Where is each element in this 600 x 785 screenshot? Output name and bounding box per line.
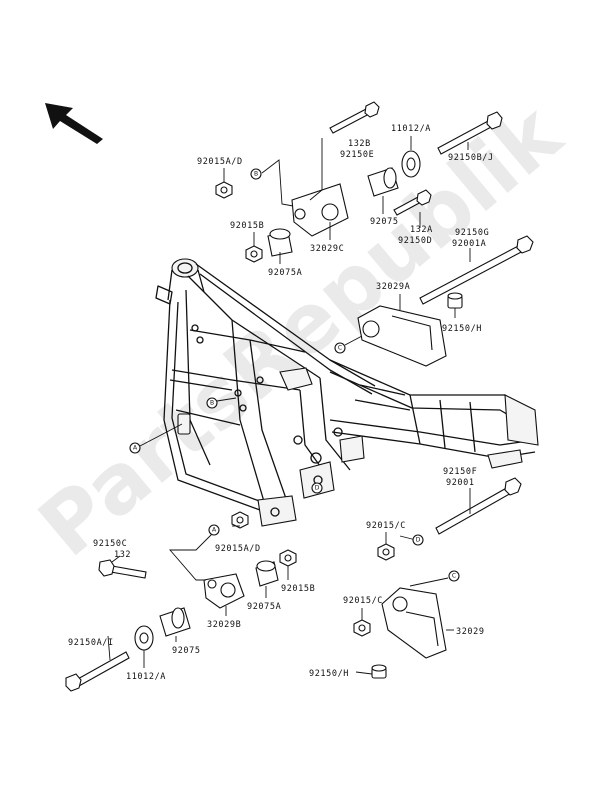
label-92150c: 92150C bbox=[93, 539, 127, 549]
bracket-32029a bbox=[357, 305, 447, 367]
direction-arrow-icon bbox=[45, 103, 103, 144]
nut-92015c-right bbox=[377, 543, 395, 561]
label-132a: 132A bbox=[410, 225, 433, 235]
label-92150h-mid: 92150/H bbox=[442, 324, 482, 334]
label-92075a-top: 92075A bbox=[268, 268, 302, 278]
bolt-92150ai bbox=[65, 651, 130, 692]
label-92150h-bot: 92150/H bbox=[309, 669, 349, 679]
ref-d-right: D bbox=[412, 534, 424, 546]
nut-92015b-bot bbox=[279, 549, 297, 567]
label-92015ad-top: 92015A/D bbox=[197, 157, 243, 167]
bracket-32029b bbox=[203, 573, 245, 609]
label-92150bj: 92150B/J bbox=[448, 153, 494, 163]
collar-92075-top bbox=[367, 167, 399, 197]
label-92015b-bot: 92015B bbox=[281, 584, 315, 594]
washer-11012a-top bbox=[401, 150, 421, 178]
label-132b: 132B bbox=[348, 139, 371, 149]
bolt-92150h-mid bbox=[447, 292, 463, 309]
svg-text:D: D bbox=[416, 537, 421, 544]
bolt-132 bbox=[98, 559, 147, 579]
label-32029a: 32029A bbox=[376, 282, 410, 292]
svg-text:A: A bbox=[212, 527, 217, 534]
ref-c-upper: C bbox=[334, 342, 346, 354]
label-92015c-right: 92015/C bbox=[366, 521, 406, 531]
bolt-92150bj bbox=[437, 111, 503, 155]
nut-92015ad-bot bbox=[231, 511, 249, 529]
label-92015b-top: 92015B bbox=[230, 221, 264, 231]
label-92015c-bot: 92015/C bbox=[343, 596, 383, 606]
label-32029c: 32029C bbox=[310, 244, 344, 254]
ref-b-frame: B bbox=[206, 397, 218, 409]
label-92015ad-bot: 92015A/D bbox=[215, 544, 261, 554]
ref-b-top: B bbox=[250, 168, 262, 180]
washer-11012a-bot bbox=[134, 625, 154, 651]
svg-text:A: A bbox=[133, 445, 138, 452]
collar-92075a-bot bbox=[255, 560, 279, 587]
svg-text:C: C bbox=[338, 345, 342, 352]
ref-a-bottom: A bbox=[208, 524, 220, 536]
label-32029: 32029 bbox=[456, 627, 485, 637]
label-92150f: 92150F bbox=[443, 467, 477, 477]
bracket-32029 bbox=[381, 587, 447, 659]
nut-92015b-top bbox=[245, 245, 263, 263]
label-92001: 92001 bbox=[446, 478, 475, 488]
svg-text:C: C bbox=[452, 573, 456, 580]
label-92075-bot: 92075 bbox=[172, 646, 201, 656]
leader-lines bbox=[107, 136, 471, 675]
ref-c-lower: C bbox=[448, 570, 460, 582]
label-32029b: 32029B bbox=[207, 620, 241, 630]
label-11012a-bot: 11012/A bbox=[126, 672, 166, 682]
label-92001a: 92001A bbox=[452, 239, 486, 249]
bolt-92001a bbox=[419, 235, 534, 305]
svg-text:D: D bbox=[315, 485, 320, 492]
svg-text:B: B bbox=[210, 400, 214, 407]
label-92150d: 92150D bbox=[398, 236, 432, 246]
svg-text:B: B bbox=[254, 171, 258, 178]
ref-d-frame: D bbox=[311, 482, 323, 494]
label-92075-top: 92075 bbox=[370, 217, 399, 227]
collar-92075a-top bbox=[267, 228, 293, 257]
bolt-132b bbox=[329, 101, 380, 134]
nut-92015c-bot bbox=[353, 619, 371, 637]
label-11012a-top: 11012/A bbox=[391, 124, 431, 134]
collar-92075-bot bbox=[159, 607, 191, 637]
label-92150ai: 92150A/I bbox=[68, 638, 114, 648]
bolt-92150h-bot bbox=[371, 664, 387, 679]
label-92150e: 92150E bbox=[340, 150, 374, 160]
bolt-92001 bbox=[435, 477, 522, 535]
label-92075a-bot: 92075A bbox=[247, 602, 281, 612]
label-92150g: 92150G bbox=[455, 228, 489, 238]
bolt-132a bbox=[393, 189, 432, 216]
label-132: 132 bbox=[114, 550, 131, 560]
motorcycle-frame bbox=[155, 258, 539, 527]
nut-92015ad-top bbox=[215, 181, 233, 199]
ref-a-frame: A bbox=[129, 442, 141, 454]
